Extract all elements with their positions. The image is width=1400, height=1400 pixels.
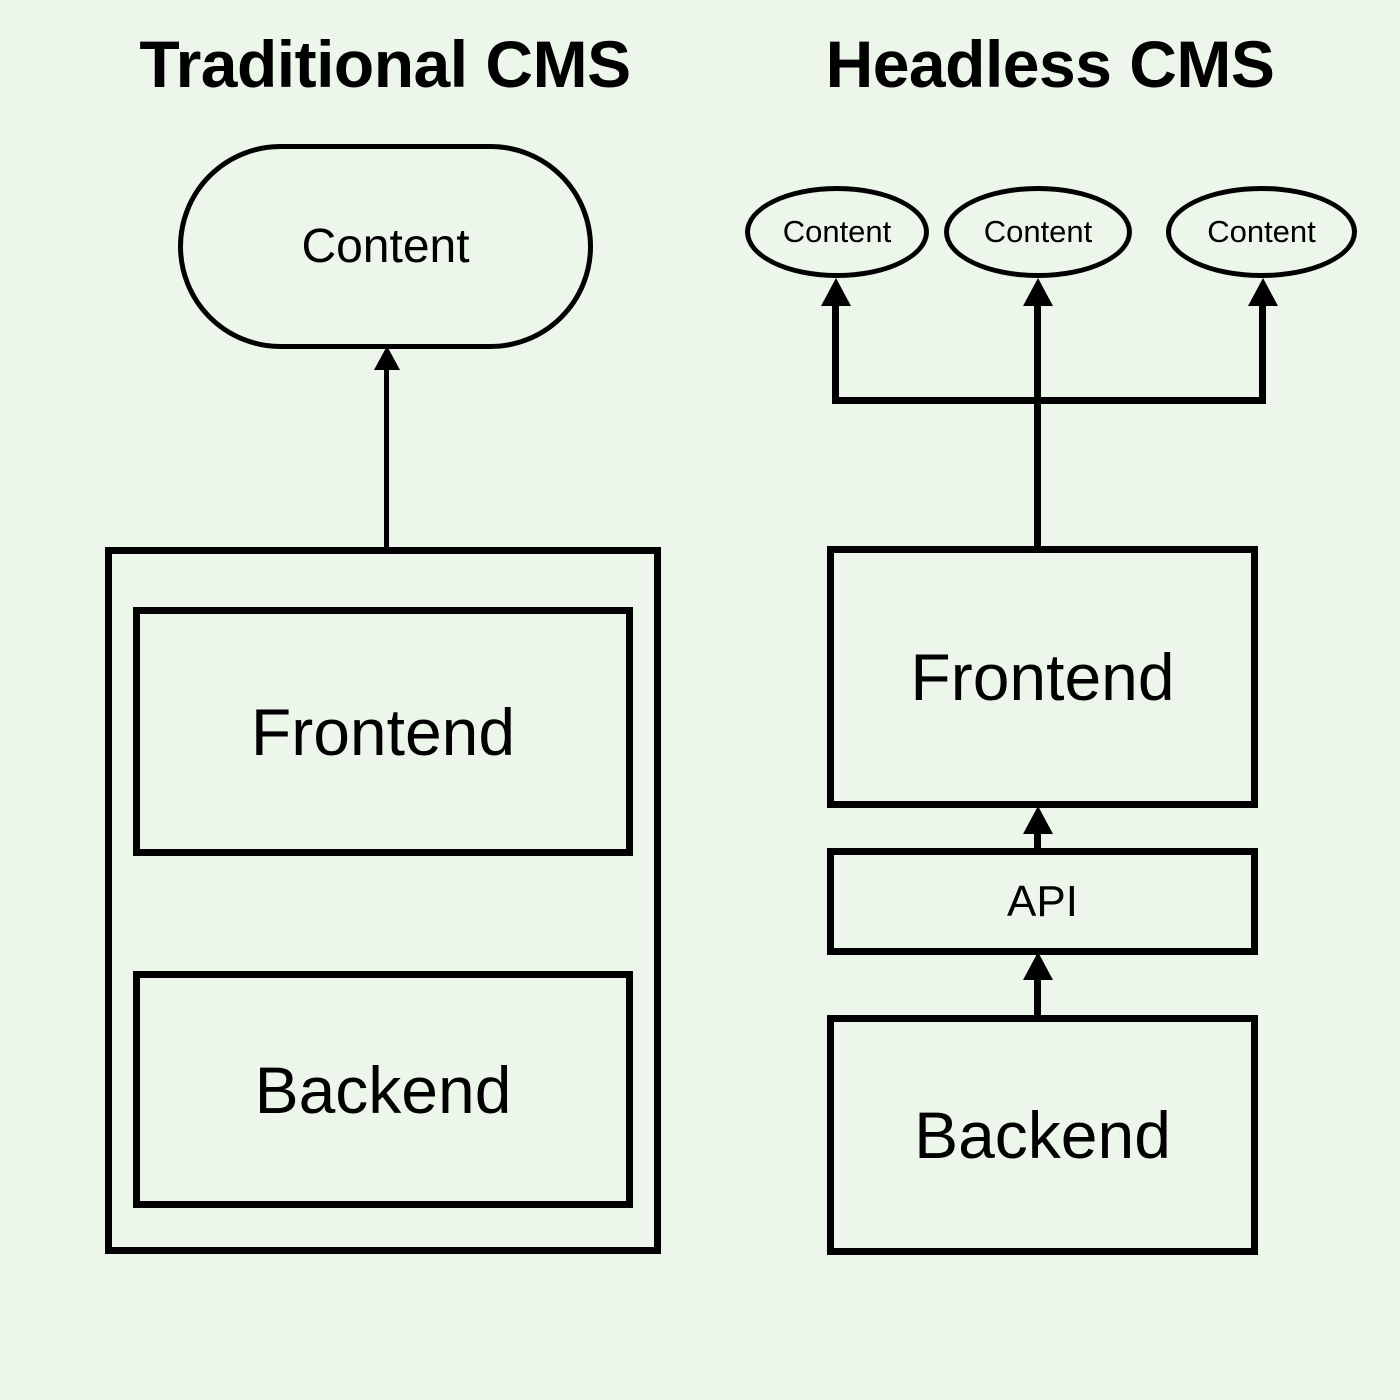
edge-bus-to-content-1-riser [832,300,839,400]
headless-api-box[interactable]: API [827,848,1258,955]
headless-content-node-2[interactable]: Content [944,186,1132,278]
edge-frontend-to-bus-trunk [1034,400,1041,548]
traditional-content-label: Content [301,220,470,273]
headless-content-label-1: Content [782,214,892,249]
edge-traditional-container-to-content-arrowhead-icon [374,346,400,370]
headless-content-label-2: Content [983,214,1093,249]
page-title-headless-cms: Headless CMS [825,27,1275,101]
traditional-frontend-label: Frontend [250,694,516,769]
page-title-traditional-cms: Traditional CMS [139,27,631,101]
headless-content-node-3[interactable]: Content [1166,186,1357,278]
edge-api-to-frontend-line [1034,822,1041,852]
traditional-frontend-box[interactable]: Frontend [133,607,633,856]
edge-api-to-frontend-arrowhead-icon [1023,806,1053,834]
edge-bus-to-content-3-riser [1259,300,1266,400]
edge-backend-to-api-line [1034,968,1041,1020]
headless-backend-box[interactable]: Backend [827,1015,1258,1255]
headless-frontend-box[interactable]: Frontend [827,546,1258,808]
edge-backend-to-api-arrowhead-icon [1023,952,1053,980]
headless-api-label: API [1007,876,1078,926]
edge-traditional-container-to-content-line [384,360,389,550]
edge-frontend-to-content-bus [832,397,1266,404]
headless-content-label-3: Content [1207,214,1316,249]
traditional-backend-label: Backend [254,1052,512,1127]
headless-backend-label: Backend [914,1098,1171,1172]
edge-bus-to-content-2-riser [1034,300,1041,400]
headless-content-node-1[interactable]: Content [745,186,929,278]
headless-frontend-label: Frontend [910,640,1175,714]
traditional-backend-box[interactable]: Backend [133,971,633,1208]
traditional-content-node[interactable]: Content [178,144,593,349]
